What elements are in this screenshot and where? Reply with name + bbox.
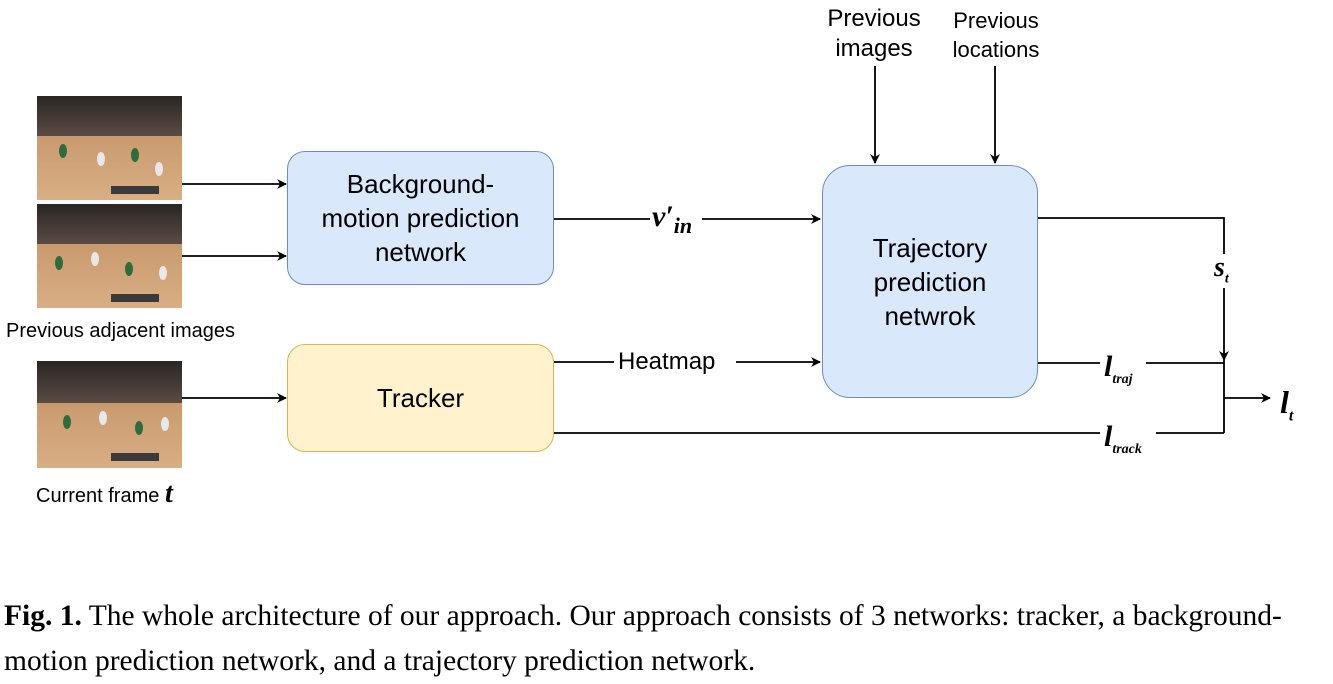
l-t-output-label: lt — [1280, 384, 1294, 425]
background-motion-network: Background-motion prediction network — [287, 151, 554, 285]
v-in-label: v′in — [652, 200, 693, 238]
trajectory-prediction-network: Trajectory prediction netwrok — [822, 165, 1038, 398]
previous-locations-label: Previous locations — [952, 8, 1040, 62]
l-traj-label: ltraj — [1104, 350, 1133, 387]
previous-images-label: Previous images — [827, 5, 921, 62]
current-frame-label: Current frame t — [36, 478, 173, 509]
previous-image-2 — [37, 204, 182, 308]
figure-caption: Fig. 1. The whole architecture of our ap… — [4, 594, 1329, 684]
previous-image-1 — [37, 96, 182, 200]
l-track-label: ltrack — [1104, 420, 1142, 457]
current-frame-var: t — [164, 478, 173, 509]
s-t-label: st — [1214, 252, 1229, 287]
caption-text: The whole architecture of our approach. … — [4, 600, 1282, 677]
tracker-network: Tracker — [287, 344, 554, 452]
previous-adjacent-label: Previous adjacent images — [6, 320, 236, 342]
line-s-t — [1038, 217, 1229, 361]
caption-label: Fig. 1. — [4, 600, 82, 632]
current-frame-image — [37, 361, 182, 468]
heatmap-label: Heatmap — [618, 348, 716, 375]
